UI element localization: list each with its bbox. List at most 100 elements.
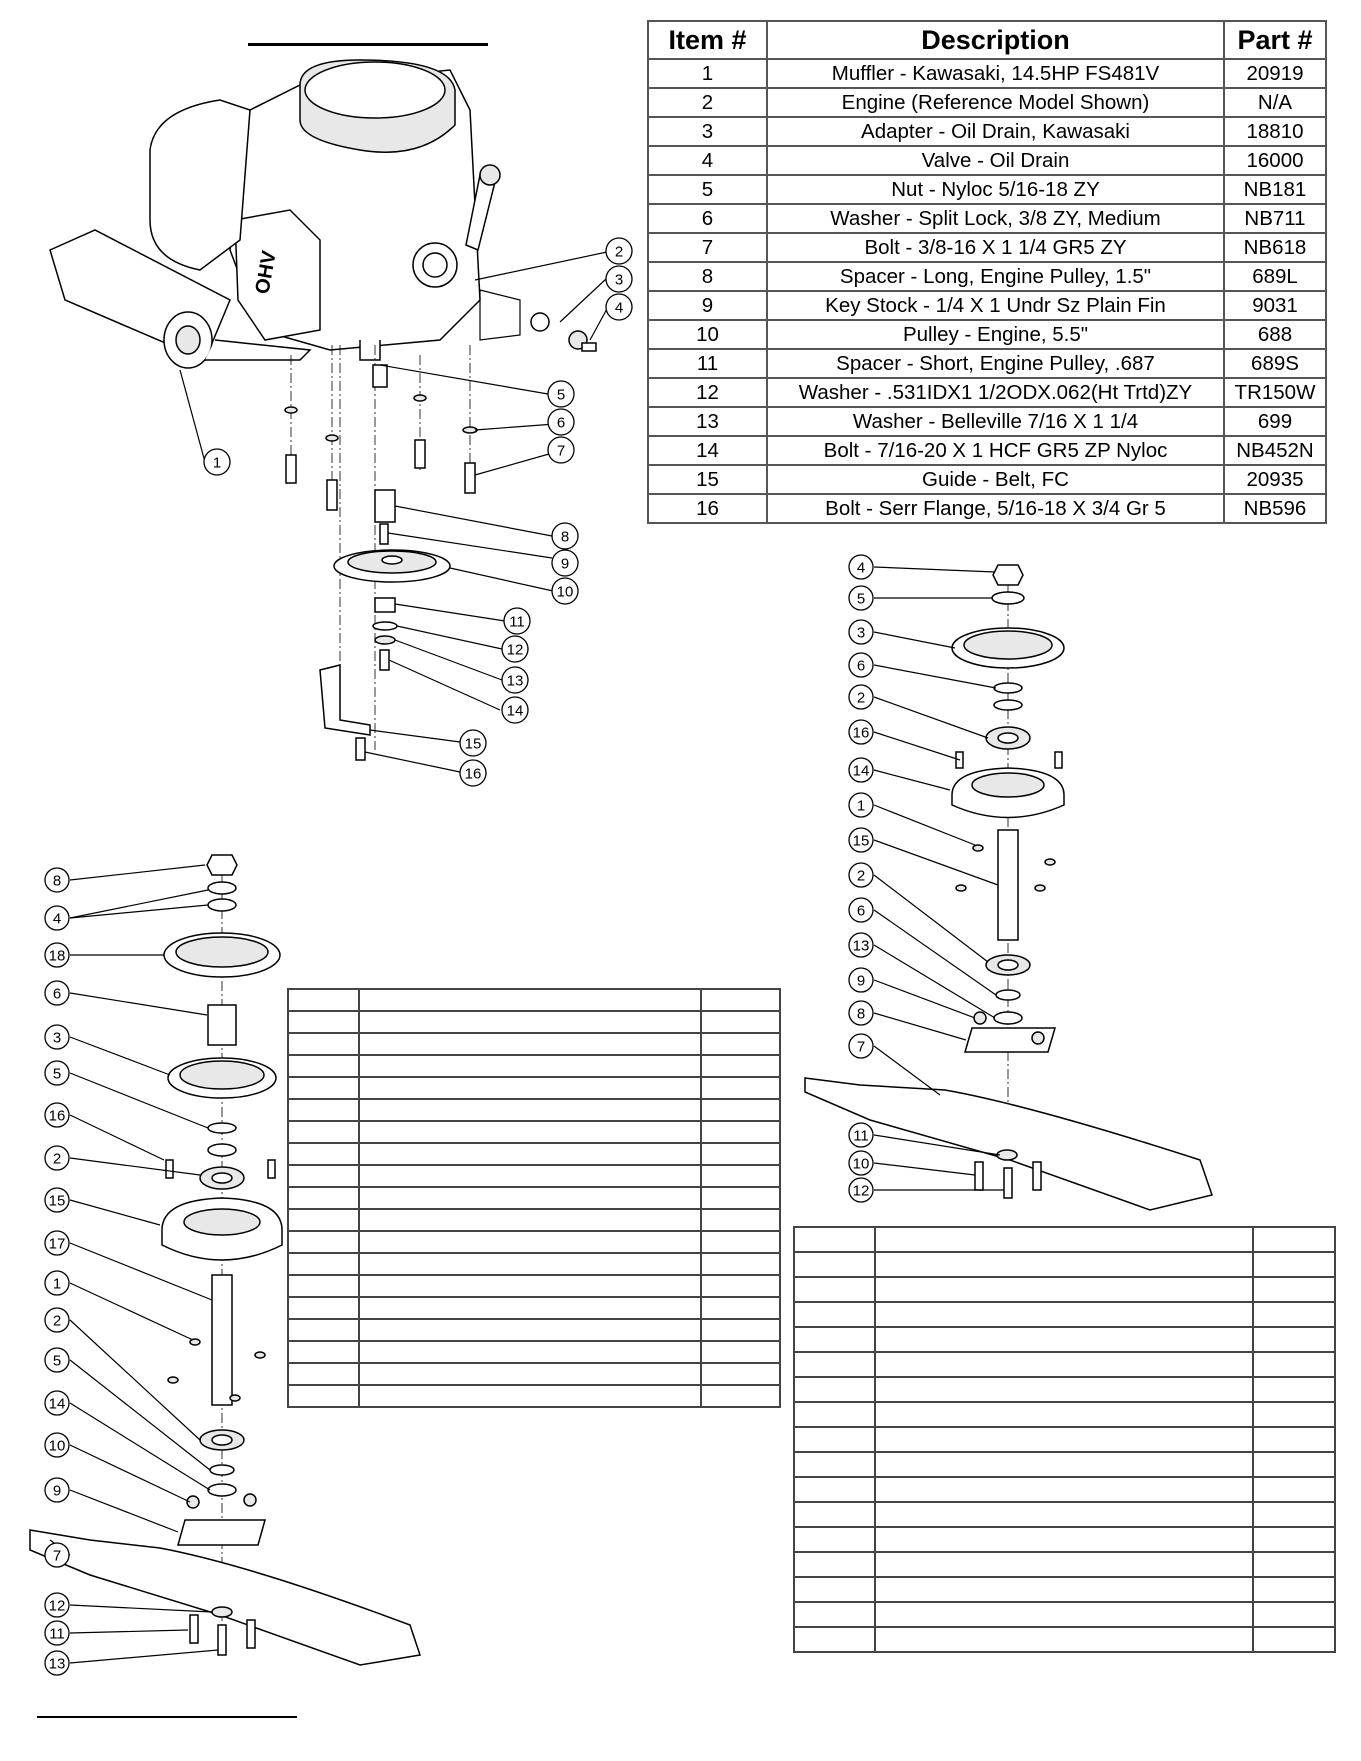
svg-text:14: 14 xyxy=(507,703,524,720)
svg-text:11: 11 xyxy=(49,1626,65,1643)
blank-table-cell xyxy=(357,1340,703,1364)
item-number-cell: 10 xyxy=(647,319,768,350)
left-callout-15: 15 xyxy=(44,1187,70,1213)
right-spindle-callouts: 4 5 3 6 2 16 14 1 15 2 6 13 9 8 7 11 10 … xyxy=(848,554,1004,1203)
blank-table-cell xyxy=(700,1120,781,1144)
left-spindle-diagram: 8 4 18 6 3 5 16 2 15 17 1 2 5 14 10 9 7 … xyxy=(29,854,421,1676)
oil-drain-parts xyxy=(479,289,597,352)
svg-text:17: 17 xyxy=(49,1236,66,1253)
header-part-number: Part # xyxy=(1223,20,1327,60)
svg-text:1: 1 xyxy=(857,798,865,815)
blank-table-cell xyxy=(357,1164,703,1188)
right-callout-13: 13 xyxy=(848,932,874,958)
blank-table-cell xyxy=(700,1384,781,1408)
svg-text:2: 2 xyxy=(615,244,623,261)
item-number-cell: 15 xyxy=(647,464,768,495)
left-callout-17: 17 xyxy=(44,1230,70,1256)
blank-table-cell xyxy=(1252,1501,1336,1528)
engine-callout-1: 1 xyxy=(203,448,231,476)
blank-table-cell xyxy=(1252,1451,1336,1478)
blank-table-cell xyxy=(873,1226,1255,1253)
left-callout-13: 13 xyxy=(44,1650,70,1676)
svg-text:7: 7 xyxy=(53,1548,61,1565)
blank-table-cell xyxy=(700,1362,781,1386)
description-cell: Washer - .531IDX1 1/2ODX.062(Ht Trtd)ZY xyxy=(766,377,1225,408)
blank-table-cell xyxy=(287,1384,360,1408)
blank-table-row xyxy=(793,1626,1336,1653)
blank-table-cell xyxy=(700,988,781,1012)
description-cell: Pulley - Engine, 5.5" xyxy=(766,319,1225,350)
blank-table-cell xyxy=(793,1301,876,1328)
part-number-cell: NB181 xyxy=(1223,174,1327,205)
svg-text:7: 7 xyxy=(857,1039,865,1056)
blank-table-cell xyxy=(357,1384,703,1408)
blank-table-cell xyxy=(700,1098,781,1122)
svg-text:2: 2 xyxy=(857,868,865,885)
blank-table-cell xyxy=(357,1032,703,1056)
blank-table-cell xyxy=(1252,1326,1336,1353)
right-callout-2b: 2 xyxy=(848,862,874,888)
svg-text:11: 11 xyxy=(509,614,525,631)
description-cell: Spacer - Long, Engine Pulley, 1.5" xyxy=(766,261,1225,292)
blank-table-cell xyxy=(1252,1626,1336,1653)
svg-text:6: 6 xyxy=(857,903,865,920)
blank-table-cell xyxy=(793,1226,876,1253)
blank-table-row xyxy=(793,1251,1336,1278)
blank-table-cell xyxy=(873,1401,1255,1428)
left-callout-3: 3 xyxy=(44,1024,70,1050)
blank-table-cell xyxy=(287,1164,360,1188)
svg-text:11: 11 xyxy=(853,1128,869,1145)
description-cell: Spacer - Short, Engine Pulley, .687 xyxy=(766,348,1225,379)
engine-callout-3: 3 xyxy=(605,265,633,293)
blank-table-cell xyxy=(700,1208,781,1232)
svg-text:6: 6 xyxy=(557,415,565,432)
blank-table-cell xyxy=(1252,1551,1336,1578)
svg-text:3: 3 xyxy=(615,272,623,289)
blank-table-row xyxy=(793,1376,1336,1403)
blank-table-row xyxy=(287,988,781,1012)
item-number-cell: 11 xyxy=(647,348,768,379)
blank-table-cell xyxy=(700,1164,781,1188)
blank-table-cell xyxy=(287,1142,360,1166)
item-number-cell: 1 xyxy=(647,58,768,89)
right-callout-14: 14 xyxy=(848,757,874,783)
blank-table-cell xyxy=(357,1098,703,1122)
part-number-cell: 20935 xyxy=(1223,464,1327,495)
blank-table-row xyxy=(793,1476,1336,1503)
item-number-cell: 13 xyxy=(647,406,768,437)
blank-table-row xyxy=(287,1054,781,1078)
blank-table-cell xyxy=(700,1142,781,1166)
svg-text:12: 12 xyxy=(507,642,524,659)
description-cell: Valve - Oil Drain xyxy=(766,145,1225,176)
blank-table-row xyxy=(287,1384,781,1408)
item-number-cell: 16 xyxy=(647,493,768,524)
left-spindle-callouts: 8 4 18 6 3 5 16 2 15 17 1 2 5 14 10 9 7 … xyxy=(44,864,219,1676)
svg-text:6: 6 xyxy=(53,986,61,1003)
right-callout-1: 1 xyxy=(848,792,874,818)
blank-table-cell xyxy=(287,1186,360,1210)
blank-table-row xyxy=(793,1551,1336,1578)
blank-table-cell xyxy=(287,1120,360,1144)
svg-text:6: 6 xyxy=(857,658,865,675)
engine-callout-7: 7 xyxy=(547,436,575,464)
blank-table-cell xyxy=(357,988,703,1012)
engine-callout-8: 8 xyxy=(551,522,579,550)
engine-callout-11: 11 xyxy=(503,607,531,635)
right-callout-2: 2 xyxy=(848,684,874,710)
right-callout-9: 9 xyxy=(848,967,874,993)
blank-table-cell xyxy=(793,1451,876,1478)
blank-table-cell xyxy=(873,1326,1255,1353)
item-number-cell: 7 xyxy=(647,232,768,263)
blank-table-row xyxy=(793,1501,1336,1528)
description-cell: Nut - Nyloc 5/16-18 ZY xyxy=(766,174,1225,205)
blank-table-row xyxy=(287,1230,781,1254)
engine-callout-6: 6 xyxy=(547,408,575,436)
